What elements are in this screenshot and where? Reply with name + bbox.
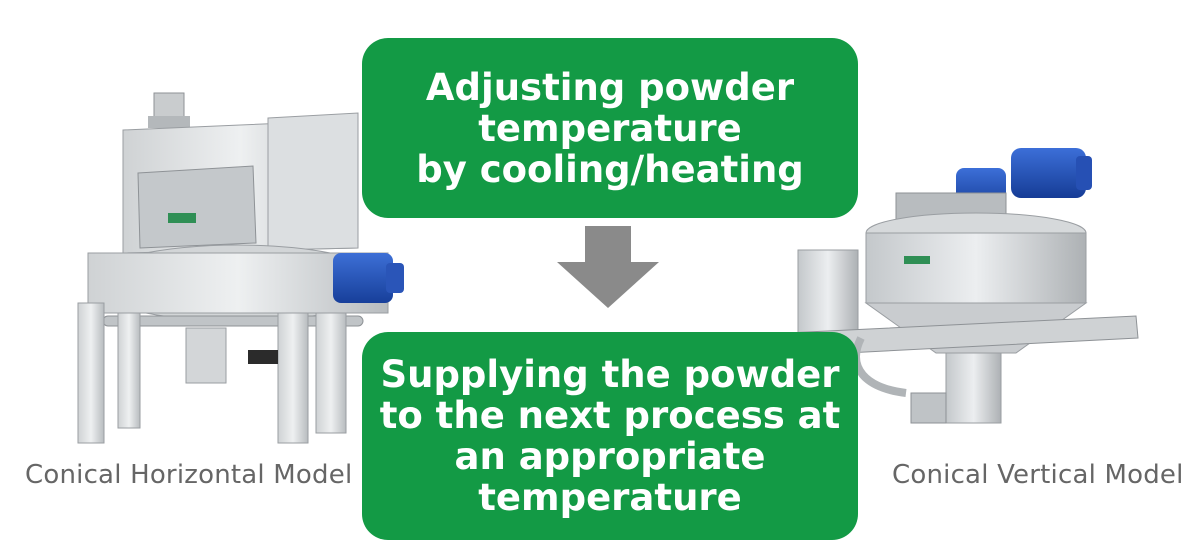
horizontal-mixer-machine-icon	[77, 92, 404, 444]
top-process-text: Adjusting powder temperature by cooling/…	[416, 65, 804, 191]
bottom-process-box: Supplying the powder to the next process…	[362, 332, 858, 540]
top-process-box: Adjusting powder temperature by cooling/…	[362, 38, 858, 218]
left-machine-caption: Conical Horizontal Model	[25, 460, 353, 490]
right-machine-caption: Conical Vertical Model	[892, 460, 1184, 490]
bottom-process-text: Supplying the powder to the next process…	[379, 353, 841, 519]
down-arrow-icon	[557, 226, 659, 308]
